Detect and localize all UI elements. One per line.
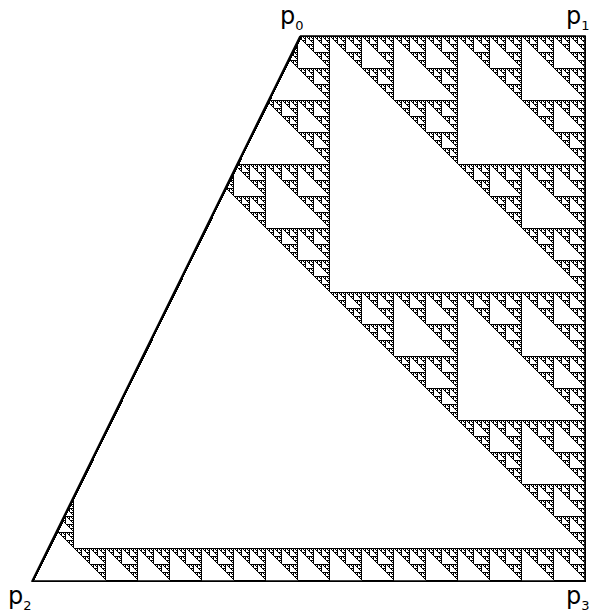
point-label: p1 [566, 4, 590, 32]
point-label: p2 [8, 584, 32, 612]
trapezoid-edge [32, 36, 585, 581]
point-label: p3 [566, 584, 590, 612]
trapezoid-outline [32, 36, 585, 581]
point-label: p0 [280, 4, 304, 32]
